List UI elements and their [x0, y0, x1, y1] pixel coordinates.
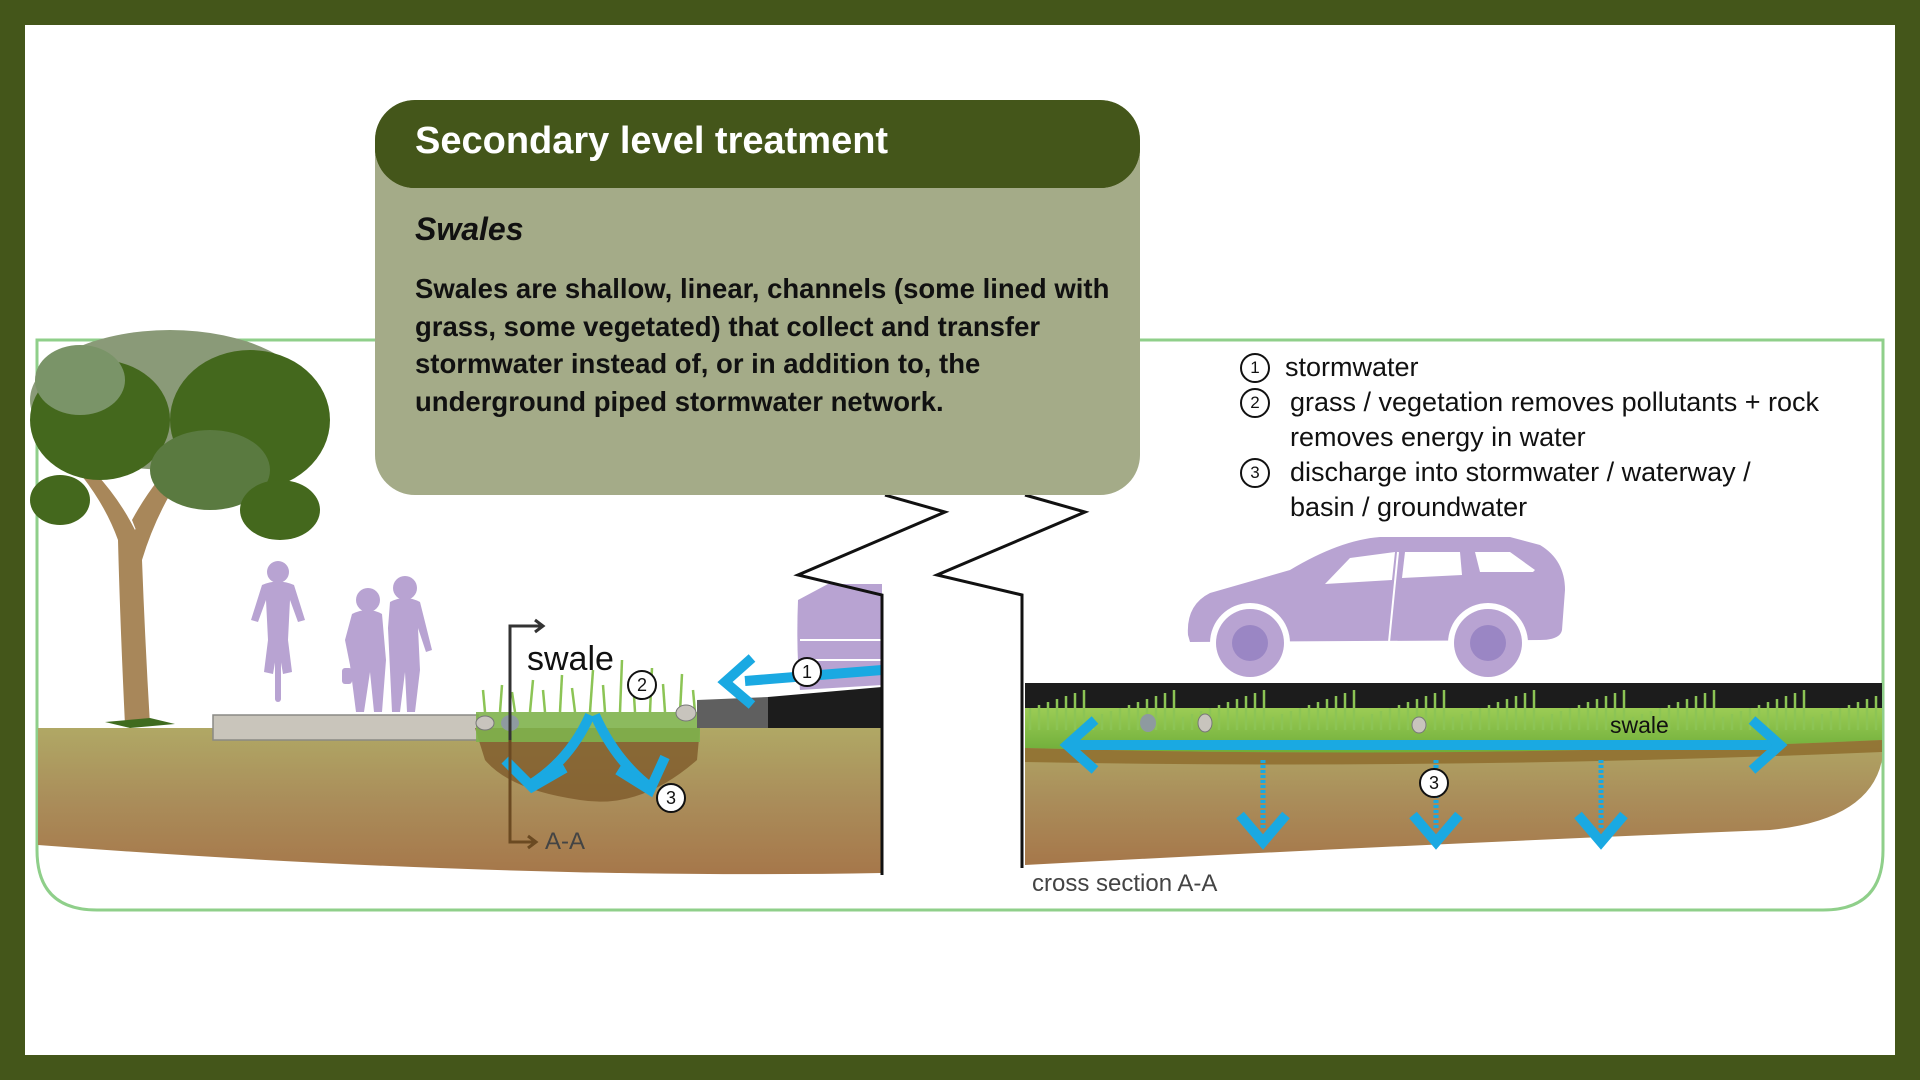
- ground-left: [38, 728, 882, 875]
- legend-number-badge: 3: [1240, 458, 1270, 488]
- legend-text: stormwater: [1285, 352, 1419, 382]
- panel-subtitle: Swales: [415, 211, 524, 247]
- rock: [1411, 716, 1427, 734]
- water-flow-arrow-icon: [1059, 716, 1788, 774]
- diagram-border: [35, 338, 1885, 912]
- swale-soil-layer: [1025, 740, 1882, 765]
- section-break-icon: [793, 493, 950, 875]
- legend-number-badge: 2: [1240, 388, 1270, 418]
- cross-section-label: cross section A-A: [1032, 870, 1218, 897]
- legend-number-badge: 1: [1240, 353, 1270, 383]
- cross-section-grass-blades: [1028, 690, 1878, 730]
- kerb: [697, 697, 768, 728]
- legend-item: 3 discharge into stormwater / waterway /…: [1240, 455, 1780, 525]
- title-band: [375, 100, 1140, 188]
- rock: [1197, 713, 1213, 733]
- rock: [675, 704, 697, 722]
- water-flow-arrow-icon: [501, 654, 883, 798]
- section-marker-label: A-A: [545, 828, 586, 855]
- car-icon: [1187, 537, 1565, 683]
- section-break-icon: [932, 493, 1090, 868]
- swale-label: swale: [527, 640, 614, 678]
- panel-description: Swales are shallow, linear, channels (so…: [415, 273, 1110, 417]
- marker-badge-stormwater: 1: [792, 657, 822, 687]
- legend-item: 2 grass / vegetation removes pollutants …: [1240, 385, 1850, 455]
- legend-text: grass / vegetation removes pollutants + …: [1290, 387, 1820, 452]
- ground-right: [1025, 735, 1882, 865]
- legend-item: 1 stormwater: [1240, 350, 1850, 385]
- rock: [475, 715, 495, 731]
- legend: 1 stormwater 2 grass / vegetation remove…: [1240, 350, 1850, 525]
- page-title: Secondary level treatment: [415, 120, 889, 162]
- road-right: [1025, 683, 1882, 711]
- section-marker-icon: [508, 618, 546, 850]
- tree-icon: [30, 330, 330, 728]
- info-panel: Secondary level treatment Swales Swales …: [375, 100, 1140, 495]
- footpath: [212, 714, 479, 741]
- road-left: [768, 687, 882, 728]
- pedestrians-icon: [342, 576, 432, 712]
- legend-text: discharge into stormwater / waterway / b…: [1290, 457, 1751, 522]
- rock: [1140, 714, 1156, 732]
- cross-section-swale-label: swale: [1610, 712, 1669, 738]
- marker-badge-discharge: 3: [656, 783, 686, 813]
- marker-badge-discharge: 3: [1419, 768, 1449, 798]
- marker-badge-vegetation: 2: [627, 670, 657, 700]
- cyclist-icon: [251, 561, 305, 702]
